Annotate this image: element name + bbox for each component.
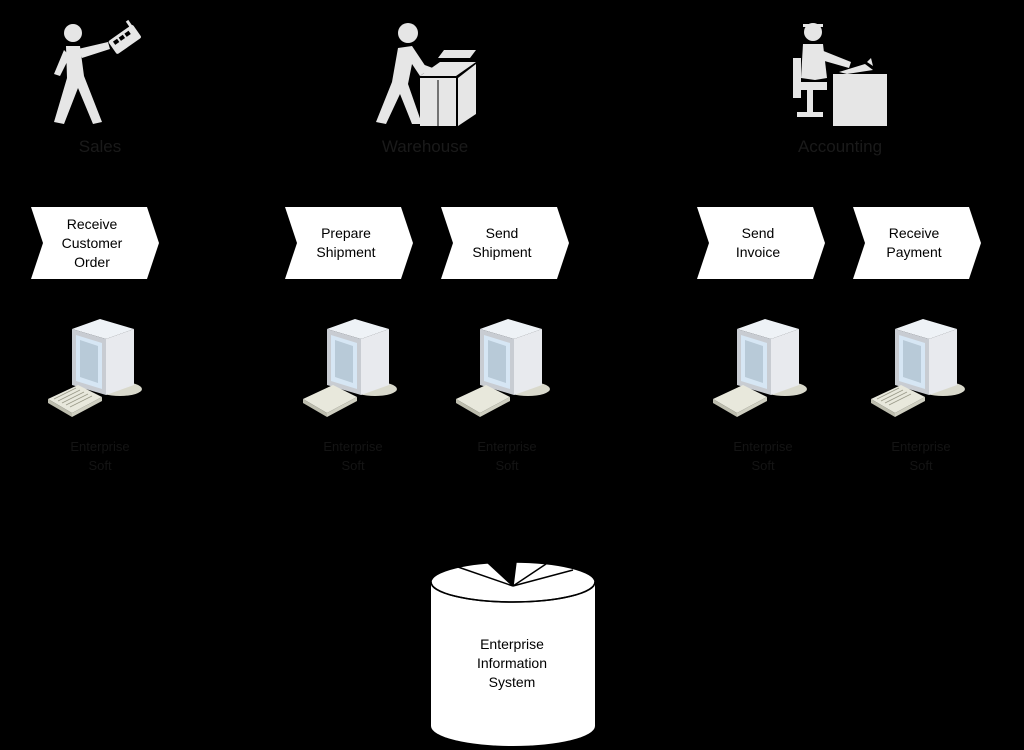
desktop-computer-icon xyxy=(303,319,397,417)
step-receive-customer-order: Receive Customer Order xyxy=(31,207,161,279)
walking-person-with-phone-icon xyxy=(54,19,141,124)
role-label-sales: Sales xyxy=(78,137,122,156)
database-cylinder-icon xyxy=(430,561,596,746)
chevron-shape xyxy=(285,207,413,279)
chevron-shape xyxy=(441,207,569,279)
step-send-invoice: Send Invoice xyxy=(697,207,827,279)
desktop-computer-icon xyxy=(456,319,550,417)
person-at-desk-icon xyxy=(793,23,887,126)
step-receive-payment: Receive Payment xyxy=(853,207,983,279)
database-label: Enterprise Information System xyxy=(476,636,548,690)
computer-label: Enterprise Soft xyxy=(70,439,130,473)
computer-label: Enterprise Soft xyxy=(891,439,951,473)
role-label-warehouse: Warehouse xyxy=(381,137,469,156)
step-label: Send Invoice xyxy=(735,225,781,260)
chevron-shape xyxy=(697,207,825,279)
step-label: Prepare Shipment xyxy=(316,225,376,260)
desktop-computer-icon xyxy=(871,319,965,417)
desktop-computer-icon xyxy=(48,319,142,417)
step-prepare-shipment: Prepare Shipment xyxy=(285,207,415,279)
computer-label: Enterprise Soft xyxy=(323,439,383,473)
desktop-computer-icon xyxy=(713,319,807,417)
computer-label: Enterprise Soft xyxy=(477,439,537,473)
step-send-shipment: Send Shipment xyxy=(441,207,571,279)
chevron-shape xyxy=(853,207,981,279)
step-label: Receive Customer Order xyxy=(61,215,123,270)
step-label: Receive Payment xyxy=(886,225,942,260)
person-packing-box-icon xyxy=(376,23,476,126)
computer-label: Enterprise Soft xyxy=(733,439,793,473)
role-label-accounting: Accounting xyxy=(797,137,883,156)
step-label: Send Shipment xyxy=(472,225,532,260)
chevron-shape xyxy=(31,207,159,279)
